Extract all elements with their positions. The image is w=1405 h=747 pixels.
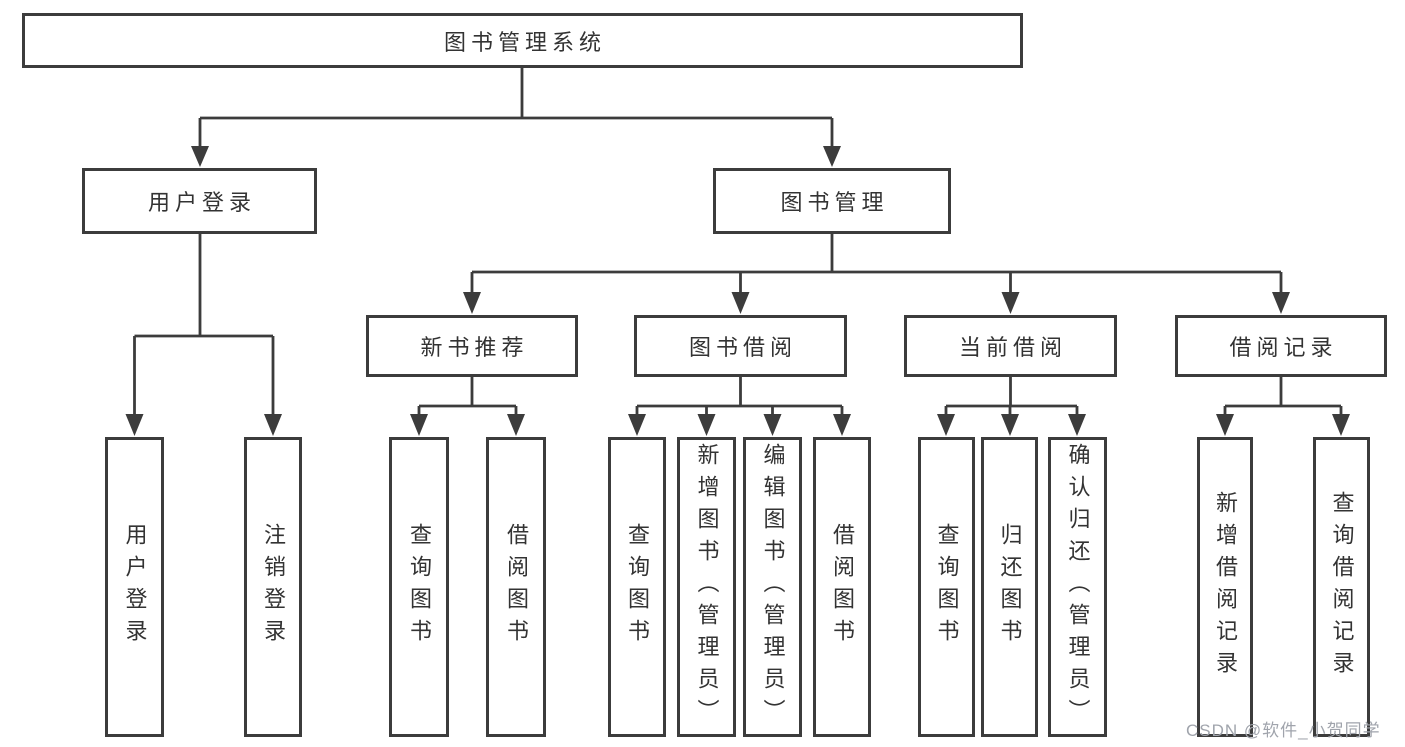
leaf-borrow-books-recommend: 借阅图书 <box>486 437 546 737</box>
leaf-label: 新增借阅记录 <box>1213 491 1238 683</box>
node-library-management-system: 图书管理系统 <box>22 13 1023 68</box>
leaf-add-borrow-record: 新增借阅记录 <box>1197 437 1253 737</box>
leaf-label: 查询图书 <box>625 523 650 651</box>
node-new-book-recommend: 新书推荐 <box>366 315 578 377</box>
leaf-borrow-books-borrow: 借阅图书 <box>813 437 871 737</box>
leaf-label: 查询借阅记录 <box>1329 491 1355 683</box>
leaf-label: 注销登录 <box>261 523 286 651</box>
leaf-label: 借阅图书 <box>504 523 529 651</box>
leaf-label: 查询图书 <box>934 523 960 651</box>
leaf-return-book: 归还图书 <box>981 437 1038 737</box>
leaf-label: 确认归还（管理员） <box>1065 443 1091 731</box>
leaf-query-books-borrow: 查询图书 <box>608 437 666 737</box>
leaf-confirm-return-admin: 确认归还（管理员） <box>1048 437 1107 737</box>
node-borrow-records: 借阅记录 <box>1175 315 1387 377</box>
node-current-borrow: 当前借阅 <box>904 315 1117 377</box>
leaf-label: 编辑图书（管理员） <box>760 443 786 731</box>
connector-stroke-lines <box>133 68 1343 416</box>
leaf-query-books-current: 查询图书 <box>918 437 975 737</box>
leaf-edit-book-admin: 编辑图书（管理员） <box>743 437 802 737</box>
leaf-add-book-admin: 新增图书（管理员） <box>677 437 736 737</box>
leaf-label: 用户登录 <box>122 523 148 651</box>
node-label: 图书借阅 <box>688 335 797 360</box>
node-label: 用户登录 <box>147 190 256 215</box>
node-label: 借阅记录 <box>1229 335 1338 360</box>
leaf-label: 查询图书 <box>407 523 432 651</box>
node-label: 当前借阅 <box>958 335 1067 360</box>
leaf-label: 新增图书（管理员） <box>694 443 720 731</box>
leaf-logout: 注销登录 <box>244 437 302 737</box>
leaf-query-books-recommend: 查询图书 <box>389 437 449 737</box>
node-label: 图书管理 <box>780 190 889 215</box>
node-user-login: 用户登录 <box>82 168 317 234</box>
leaf-label: 归还图书 <box>997 523 1023 651</box>
node-label: 图书管理系统 <box>443 29 606 55</box>
leaf-query-borrow-record: 查询借阅记录 <box>1313 437 1370 737</box>
node-book-management: 图书管理 <box>713 168 951 234</box>
node-book-borrow: 图书借阅 <box>634 315 847 377</box>
node-label: 新书推荐 <box>420 335 529 360</box>
leaf-label: 借阅图书 <box>830 523 855 651</box>
leaf-user-login: 用户登录 <box>105 437 164 737</box>
csdn-watermark: CSDN @软件_小贺同学 <box>1186 721 1381 740</box>
